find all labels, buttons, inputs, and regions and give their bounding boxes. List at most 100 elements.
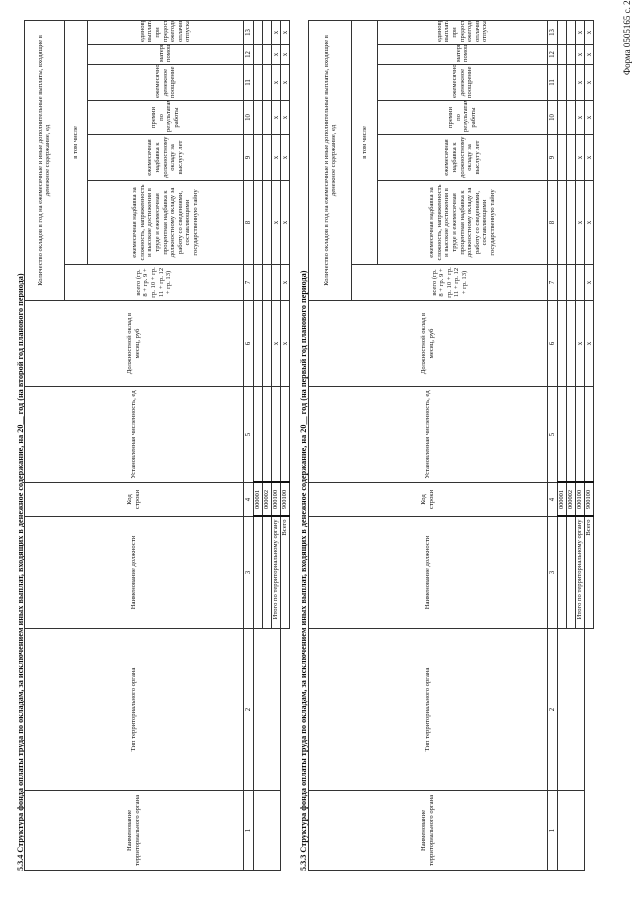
- cell-headcount[interactable]: [280, 386, 290, 483]
- header-total: всего (гр. 8 + гр. 9 + гр. 10 + гр. 11 +…: [351, 264, 548, 301]
- cell-col12[interactable]: [253, 44, 263, 65]
- cell-territorial-body-type[interactable]: [557, 628, 585, 791]
- cell-col9[interactable]: [557, 134, 567, 181]
- cell-col11: x: [280, 64, 290, 101]
- column-number: 5: [243, 386, 254, 483]
- cell-col8: x: [575, 180, 585, 265]
- cell-col11: x: [584, 64, 594, 101]
- cell-col12[interactable]: [566, 44, 576, 65]
- cell-col10: x: [575, 100, 585, 135]
- header-position-name: Наименование должности: [24, 516, 244, 629]
- column-number: 6: [547, 300, 558, 387]
- cell-col8[interactable]: [557, 180, 567, 265]
- cell-col13[interactable]: [566, 20, 576, 45]
- cell-total[interactable]: [575, 264, 585, 301]
- cell-col13: x: [280, 20, 290, 45]
- column-number-row: 1 2 3 4 5 6 7 8 9 10 11 12 13: [547, 20, 558, 871]
- cell-salary: x: [575, 300, 585, 387]
- cell-salary[interactable]: [566, 300, 576, 387]
- header-salaries-per-year-group: Количество окладов в год на ежемесячные …: [308, 20, 352, 301]
- column-number: 9: [243, 134, 254, 181]
- header-including: в том числе: [64, 20, 88, 265]
- column-number: 3: [547, 516, 558, 629]
- cell-col12[interactable]: [557, 44, 567, 65]
- header-material-aid: материальная помощь: [87, 44, 244, 65]
- column-number: 10: [547, 100, 558, 135]
- cell-col9: x: [280, 134, 290, 181]
- column-number: 11: [547, 64, 558, 101]
- cell-col10[interactable]: [262, 100, 272, 135]
- cell-headcount[interactable]: [584, 386, 594, 483]
- cell-territorial-body-type[interactable]: [253, 628, 281, 791]
- cell-position-name[interactable]: [566, 516, 576, 629]
- cell-col8[interactable]: [253, 180, 263, 265]
- cell-col12: x: [584, 44, 594, 65]
- blank-cell: [280, 628, 290, 871]
- cell-col8: x: [584, 180, 594, 265]
- cell-col10[interactable]: [566, 100, 576, 135]
- cell-grand-total-label: Всего: [584, 516, 594, 629]
- cell-headcount[interactable]: [262, 386, 272, 483]
- cell-row-code: 000002: [262, 482, 272, 517]
- cell-total[interactable]: [253, 264, 263, 301]
- cell-col10[interactable]: [253, 100, 263, 135]
- cell-col12[interactable]: [262, 44, 272, 65]
- cell-col11[interactable]: [557, 64, 567, 101]
- cell-salary[interactable]: [253, 300, 263, 387]
- column-number: 11: [243, 64, 254, 101]
- column-number-row: 1 2 3 4 5 6 7 8 9 10 11 12 13: [243, 20, 254, 871]
- cell-total[interactable]: [271, 264, 281, 301]
- header-monthly-salary: Должностной оклад в месяц, руб: [308, 300, 548, 387]
- header-row-code: Код строки: [308, 482, 548, 517]
- header-complexity-allowance: ежемесячная надбавка за сложность, напря…: [377, 180, 548, 265]
- cell-salary[interactable]: [262, 300, 272, 387]
- cell-col13[interactable]: [262, 20, 272, 45]
- cell-headcount[interactable]: [271, 386, 281, 483]
- cell-headcount[interactable]: [557, 386, 567, 483]
- cell-row-code: 000002: [566, 482, 576, 517]
- cell-headcount[interactable]: [566, 386, 576, 483]
- column-number: 6: [243, 300, 254, 387]
- cell-col11[interactable]: [262, 64, 272, 101]
- cell-headcount[interactable]: [575, 386, 585, 483]
- column-number: 2: [547, 628, 558, 791]
- header-material-aid: материальная помощь: [377, 44, 548, 65]
- header-established-headcount: Установленная численность, ед: [308, 386, 548, 483]
- column-number: 2: [243, 628, 254, 791]
- cell-col9[interactable]: [262, 134, 272, 181]
- cell-col8[interactable]: [262, 180, 272, 265]
- cell-col9[interactable]: [253, 134, 263, 181]
- cell-col11: x: [271, 64, 281, 101]
- header-including: в том числе: [351, 20, 378, 265]
- cell-col11[interactable]: [253, 64, 263, 101]
- cell-total[interactable]: [566, 264, 576, 301]
- cell-col11[interactable]: [566, 64, 576, 101]
- cell-salary[interactable]: [557, 300, 567, 387]
- column-number: 10: [243, 100, 254, 135]
- cell-total[interactable]: [262, 264, 272, 301]
- cell-territorial-body-name[interactable]: [557, 790, 585, 871]
- cell-col9[interactable]: [566, 134, 576, 181]
- cell-row-code: 000001: [557, 482, 567, 517]
- cell-territorial-body-name[interactable]: [253, 790, 281, 871]
- cell-subtotal-label: Итого по территориальному органу: [575, 516, 585, 629]
- column-number: 3: [243, 516, 254, 629]
- column-number: 12: [243, 44, 254, 65]
- header-seniority-allowance: ежемесячная надбавка к должностному окла…: [377, 134, 548, 181]
- cell-total[interactable]: [557, 264, 567, 301]
- cell-col13[interactable]: [253, 20, 263, 45]
- wage-structure-table-second-year: Наименование территориального органа Тип…: [24, 20, 290, 871]
- cell-col13[interactable]: [557, 20, 567, 45]
- cell-row-code: 900100: [280, 482, 290, 517]
- column-number: 4: [547, 482, 558, 517]
- cell-headcount[interactable]: [253, 386, 263, 483]
- cell-col8[interactable]: [566, 180, 576, 265]
- cell-position-name[interactable]: [262, 516, 272, 629]
- cell-position-name[interactable]: [557, 516, 567, 629]
- cell-total: x: [280, 264, 290, 301]
- cell-col10[interactable]: [557, 100, 567, 135]
- column-number: 1: [243, 790, 254, 871]
- cell-position-name[interactable]: [253, 516, 263, 629]
- table-row-grand-total: Всего 900100 x x x x x x x x: [584, 20, 594, 871]
